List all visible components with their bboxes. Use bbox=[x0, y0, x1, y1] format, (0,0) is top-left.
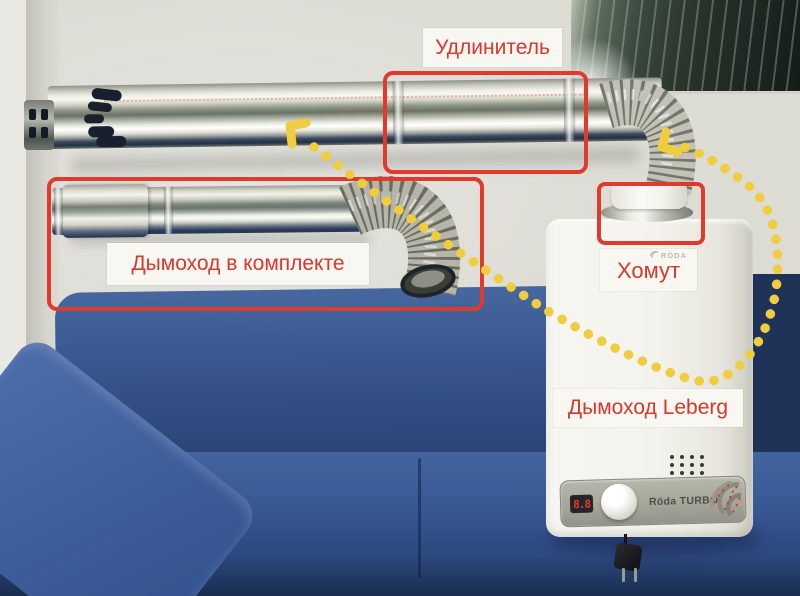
vent-dot bbox=[680, 471, 684, 475]
vent-dot bbox=[700, 463, 704, 467]
vent-dot bbox=[670, 455, 674, 459]
label-leberg: Дымоход Leberg bbox=[553, 389, 743, 427]
frame-extension bbox=[383, 71, 588, 174]
endcap-slot bbox=[41, 127, 48, 138]
sofa-seat-seam bbox=[418, 458, 421, 578]
label-clamp: RÖDA Хомут bbox=[600, 249, 697, 291]
frame-clamp bbox=[597, 182, 705, 245]
endcap-slot bbox=[29, 109, 36, 120]
vent-dot bbox=[670, 463, 674, 467]
plug-prong bbox=[634, 568, 637, 582]
vent-dot bbox=[670, 471, 674, 475]
vent-dot bbox=[690, 463, 694, 467]
lcd-display: 8.8 bbox=[569, 494, 594, 514]
vent-dot bbox=[680, 463, 684, 467]
pipe-vent-slot bbox=[96, 135, 127, 148]
top-pipe-endcap bbox=[24, 100, 54, 150]
power-cord bbox=[624, 534, 637, 548]
flame-logo-icon bbox=[710, 480, 742, 517]
vent-dot bbox=[680, 455, 684, 459]
endcap-slot bbox=[41, 109, 48, 120]
vent-dot bbox=[700, 455, 704, 459]
vent-dot bbox=[700, 471, 704, 475]
pipe-vent-slot bbox=[87, 101, 113, 113]
heater-vents bbox=[670, 455, 704, 475]
label-kit: Дымоход в комплекте bbox=[107, 243, 369, 285]
plug-prong bbox=[622, 568, 625, 582]
control-panel: 8.8 Röda TURBO bbox=[559, 475, 747, 528]
pipe-vent-slot bbox=[91, 87, 123, 102]
vent-dot bbox=[690, 455, 694, 459]
pipe-vent-slot bbox=[83, 114, 105, 124]
power-plug bbox=[613, 542, 643, 572]
endcap-slot bbox=[29, 127, 36, 138]
label-extension: Удлинитель bbox=[423, 28, 562, 67]
control-knob[interactable] bbox=[600, 483, 638, 521]
vent-dot bbox=[690, 471, 694, 475]
